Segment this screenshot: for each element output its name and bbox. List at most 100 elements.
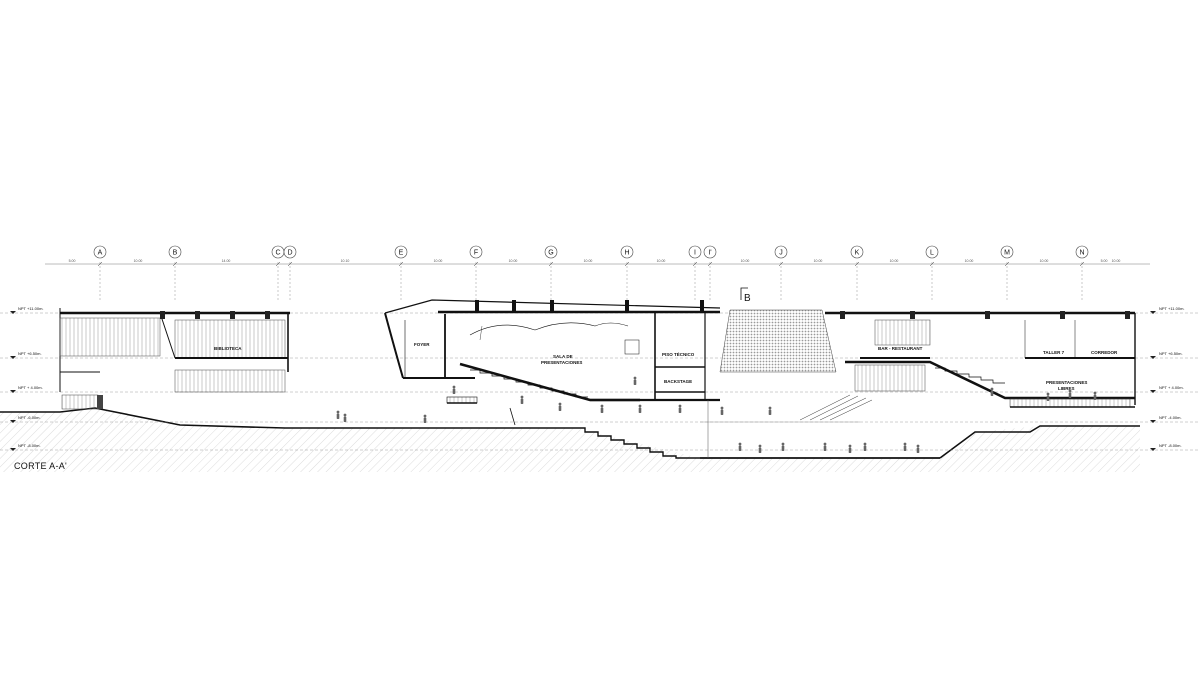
level-label-left: NPT +6.50m. xyxy=(18,351,42,356)
grid-bubble xyxy=(544,245,558,259)
room-taller: TALLER 7 xyxy=(1043,350,1065,355)
dimension-label: 10.00 xyxy=(965,259,974,263)
level-marker-icon xyxy=(1150,448,1156,451)
person-figure xyxy=(1046,392,1050,396)
grid-bubble xyxy=(283,245,297,259)
person-figure xyxy=(452,388,456,394)
person-figure xyxy=(423,417,427,423)
theater-building xyxy=(384,299,721,426)
grid-bubble xyxy=(925,245,939,259)
person-figure xyxy=(823,445,827,451)
grid-bubble xyxy=(93,245,107,259)
grid-bubble xyxy=(850,245,864,259)
room-piso-tecnico: PISO TÉCNICO xyxy=(662,350,695,357)
person-figure xyxy=(600,404,604,408)
person-figure xyxy=(720,406,724,410)
person-figure xyxy=(768,406,772,410)
person-figure xyxy=(558,402,562,406)
dimension-label: 14.00 xyxy=(222,259,231,263)
person-figure xyxy=(863,442,867,446)
person-figure xyxy=(768,409,772,415)
person-figure xyxy=(781,442,785,446)
section-marker-bracket xyxy=(740,287,748,300)
level-label-right: NPT -8.00m. xyxy=(1159,443,1182,448)
person-figure xyxy=(916,444,920,448)
dimension-label: 10.00 xyxy=(657,259,666,263)
dimension-label: 10.00 xyxy=(509,259,518,263)
grid-axis-label: I' xyxy=(708,250,711,257)
person-figure xyxy=(738,442,742,446)
grid-bubble xyxy=(688,245,702,259)
person-figure xyxy=(916,447,920,453)
dimension-label: 5.00 xyxy=(69,259,76,263)
dimension-label: 5.00 xyxy=(1101,259,1108,263)
ground-hatch xyxy=(0,408,1140,472)
dimension-label: 10.00 xyxy=(814,259,823,263)
person-figure xyxy=(990,390,994,396)
level-label-right: NPT -4.00m. xyxy=(1159,415,1182,420)
dimension-label: 10.00 xyxy=(1112,259,1121,263)
person-figure xyxy=(336,413,340,419)
right-building xyxy=(825,311,1136,408)
level-marker-icon xyxy=(1150,420,1156,423)
grid-axis-label: K xyxy=(855,250,860,257)
room-presentaciones-line1: PRESENTACIONES xyxy=(1046,380,1087,385)
grid-bubble xyxy=(168,245,182,259)
level-label-left: NPT -8.00m. xyxy=(18,443,41,448)
ground-line-right xyxy=(939,425,1140,459)
room-sala-line2: PRESENTACIONES xyxy=(541,360,582,365)
level-marker-icon xyxy=(10,420,16,423)
dimension-label: 10.00 xyxy=(584,259,593,263)
escalator xyxy=(799,394,873,421)
mesh-facade xyxy=(719,309,837,373)
grid-bubble xyxy=(703,245,717,259)
level-label-right: NPT +6.50m. xyxy=(1159,351,1183,356)
person-figure xyxy=(633,379,637,385)
person-figure xyxy=(1068,389,1072,393)
grid-bubble xyxy=(469,245,483,259)
person-figure xyxy=(1093,391,1097,395)
person-figure xyxy=(758,447,762,453)
person-figure xyxy=(600,407,604,413)
grid-axis-label: L xyxy=(930,250,934,257)
level-label-right: NPT +11.00m. xyxy=(1159,306,1185,311)
person-figure xyxy=(638,404,642,408)
person-figure xyxy=(738,445,742,451)
grid-axis-label: G xyxy=(548,250,553,257)
room-presentaciones-line2: LIBRES xyxy=(1058,386,1075,391)
room-foyer: FOYER xyxy=(414,342,430,347)
level-marker-icon xyxy=(10,311,16,314)
person-figure xyxy=(848,444,852,448)
person-figure xyxy=(520,395,524,399)
ground-line xyxy=(0,407,575,429)
person-figure xyxy=(1068,392,1072,398)
grid-bubble xyxy=(1000,245,1014,259)
grid-axis-label: D xyxy=(287,250,292,257)
dimension-label: 10.10 xyxy=(341,259,350,263)
level-label-left: NPT -6.00m. xyxy=(18,415,41,420)
grid-axis-label: N xyxy=(1079,250,1084,257)
person-figure xyxy=(558,405,562,411)
person-figure xyxy=(823,442,827,446)
level-label-right: NPT + 4.00m. xyxy=(1159,385,1184,390)
level-marker-icon xyxy=(1150,390,1156,393)
person-figure xyxy=(1046,395,1050,401)
grid-axis-label: B xyxy=(173,250,178,257)
person-figure xyxy=(863,445,867,451)
grid-bubble xyxy=(620,245,634,259)
level-label-left: NPT + 4.00m. xyxy=(18,385,43,390)
level-label-left: NPT +11.00m. xyxy=(18,306,44,311)
person-figure xyxy=(990,387,994,391)
grid-axis-label: A xyxy=(98,250,103,257)
person-figure xyxy=(678,404,682,408)
grid-axis-label: M xyxy=(1004,250,1010,257)
level-marker-icon xyxy=(10,448,16,451)
dimension-label: 10.00 xyxy=(434,259,443,263)
room-bar-restaurant: BAR - RESTAURANT xyxy=(878,346,923,351)
grid-axis-label: F xyxy=(474,250,478,257)
room-backstage: BACKSTAGE xyxy=(664,379,692,384)
person-figure xyxy=(1093,394,1097,400)
person-figure xyxy=(638,407,642,413)
